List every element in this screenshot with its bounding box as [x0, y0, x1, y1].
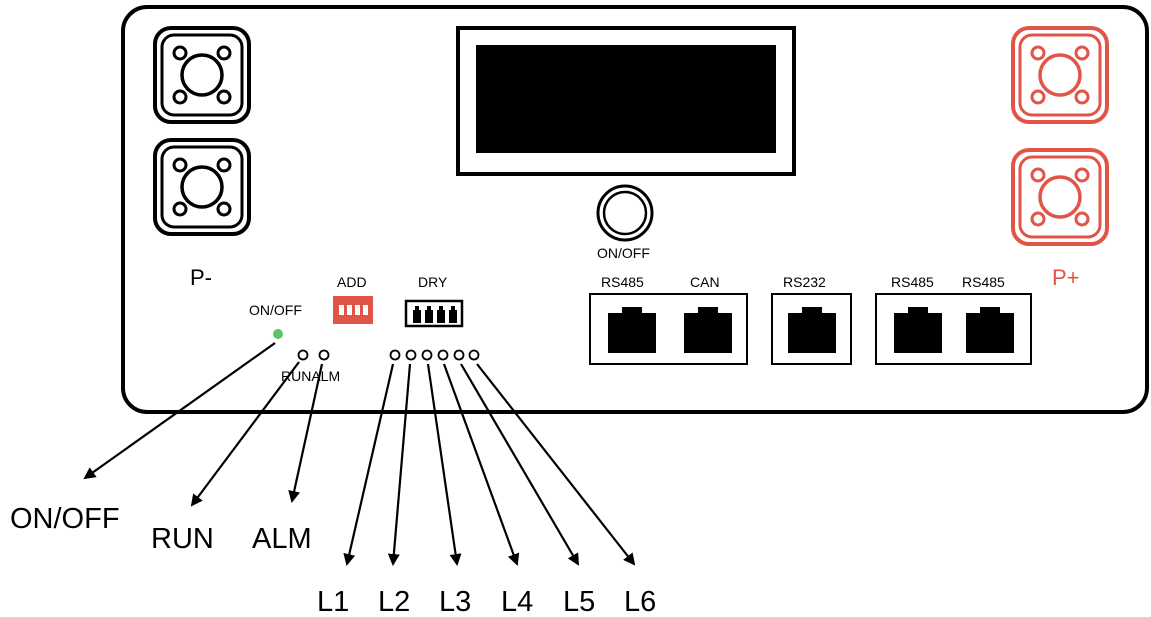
callout-arrow-l5 [460, 363, 580, 566]
callout-arrow-run [190, 361, 300, 507]
level-led-1 [389, 349, 401, 361]
add-switch-label: ADD [337, 274, 367, 290]
port-label-rs485-1: RS485 [601, 274, 644, 290]
level-led-3 [421, 349, 433, 361]
callout-label-l6: L6 [624, 586, 656, 617]
negative-terminal-label: P- [190, 265, 212, 290]
callout-arrow-alm [288, 363, 324, 503]
callout-arrow-l4 [442, 363, 520, 566]
level-led-2 [405, 349, 417, 361]
callout-arrow-l2 [387, 363, 412, 566]
callout-label-l3: L3 [439, 586, 471, 617]
callout-label-l2: L2 [378, 586, 410, 617]
port-label-can: CAN [690, 274, 720, 290]
alm-led [318, 349, 330, 361]
port-label-rs232: RS232 [783, 274, 826, 290]
level-led-5 [453, 349, 465, 361]
run-led [297, 349, 309, 361]
run-alm-label: RUNALM [281, 368, 340, 384]
callout-label-run: RUN [151, 523, 214, 555]
rs485-port-1[interactable] [608, 307, 656, 353]
power-button-label: ON/OFF [597, 245, 650, 261]
port-label-rs485-2: RS485 [891, 274, 934, 290]
callout-arrow-onoff [83, 342, 276, 480]
can-port[interactable] [684, 307, 732, 353]
level-led-6 [468, 349, 480, 361]
callout-label-onoff: ON/OFF [10, 503, 120, 535]
power-button[interactable] [596, 184, 654, 242]
callout-arrow-l1 [343, 363, 395, 566]
port-label-rs485-3: RS485 [962, 274, 1005, 290]
add-dip-switch[interactable] [333, 296, 373, 324]
dry-switch-label: DRY [418, 274, 448, 290]
positive-terminal-label: P+ [1052, 265, 1080, 290]
rs485-port-2[interactable] [894, 307, 942, 353]
power-led-label: ON/OFF [249, 302, 302, 318]
rs232-port[interactable] [788, 307, 836, 353]
level-led-4 [437, 349, 449, 361]
power-led [273, 329, 283, 339]
display-screen [476, 45, 776, 153]
rs485-port-3[interactable] [966, 307, 1014, 353]
callout-label-l1: L1 [317, 586, 349, 617]
callout-arrow-l6 [476, 363, 636, 566]
callout-label-l4: L4 [501, 586, 533, 617]
callout-arrow-l3 [426, 363, 462, 566]
callout-label-l5: L5 [563, 586, 595, 617]
dry-dip-switch[interactable] [404, 299, 464, 328]
callout-label-alm: ALM [252, 523, 312, 555]
